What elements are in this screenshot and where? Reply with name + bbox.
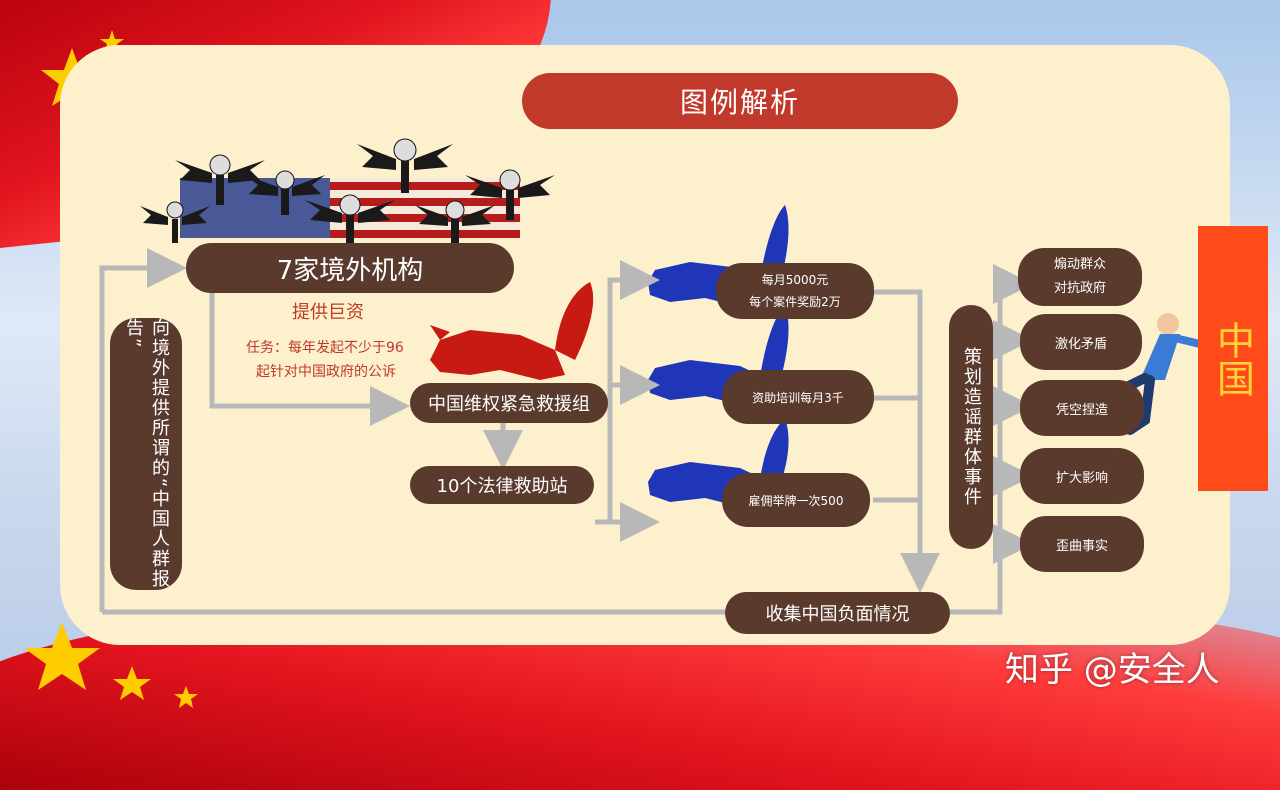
outcome-node-3: 凭空捏造 (1020, 380, 1144, 436)
diagram-title: 图例解析 (522, 73, 958, 129)
task-line-1: 任务：每年发起不少于96 (246, 340, 404, 356)
node-rescue-group: 中国维权紧急救援组 (410, 383, 608, 423)
red-fox-image (430, 282, 594, 380)
funding-label: 提供巨资 (292, 302, 364, 323)
outcome-4-line-1: 扩大影响 (1055, 470, 1108, 486)
outcome-node-4: 扩大影响 (1020, 448, 1144, 504)
payment-1-line-1: 每月5000元 (761, 273, 829, 287)
node-foreign-orgs: 7家境外机构 (186, 243, 514, 293)
payment-3-line-1: 雇佣举牌一次500 (748, 493, 844, 508)
outcome-1-line-2: 对抗政府 (1053, 281, 1106, 296)
payment-node-1: 每月5000元 每个案件奖励2万 (716, 263, 874, 319)
outcome-5-line-1: 歪曲事实 (1055, 538, 1108, 554)
node-collect: 收集中国负面情况 (725, 592, 950, 634)
outcome-2-line-1: 激化矛盾 (1054, 336, 1107, 352)
outcome-node-1: 煽动群众 对抗政府 (1018, 248, 1142, 306)
bat-figures-image (140, 138, 555, 245)
payment-node-3: 雇佣举牌一次500 (722, 473, 870, 527)
payment-2-line-1: 资助培训每月3千 (752, 390, 844, 405)
watermark-text: 知乎 @安全人 (1005, 650, 1220, 690)
outcome-3-line-1: 凭空捏造 (1055, 402, 1108, 418)
task-line-2: 起针对中国政府的公诉 (256, 364, 396, 380)
node-report: 向境外提供所谓的“中国人群报告” (110, 318, 182, 590)
node-legal-stations: 10个法律救助站 (410, 466, 594, 504)
outcome-node-2: 激化矛盾 (1020, 314, 1142, 370)
payment-1-line-2: 每个案件奖励2万 (749, 295, 841, 309)
outcome-1-line-1: 煽动群众 (1053, 257, 1106, 272)
china-label-box: 中国 (1198, 226, 1268, 491)
node-fabricate: 策划造谣群体事件 (949, 305, 993, 549)
payment-node-2: 资助培训每月3千 (722, 370, 874, 424)
outcome-node-5: 歪曲事实 (1020, 516, 1144, 572)
flow-arrows (99, 248, 1033, 615)
